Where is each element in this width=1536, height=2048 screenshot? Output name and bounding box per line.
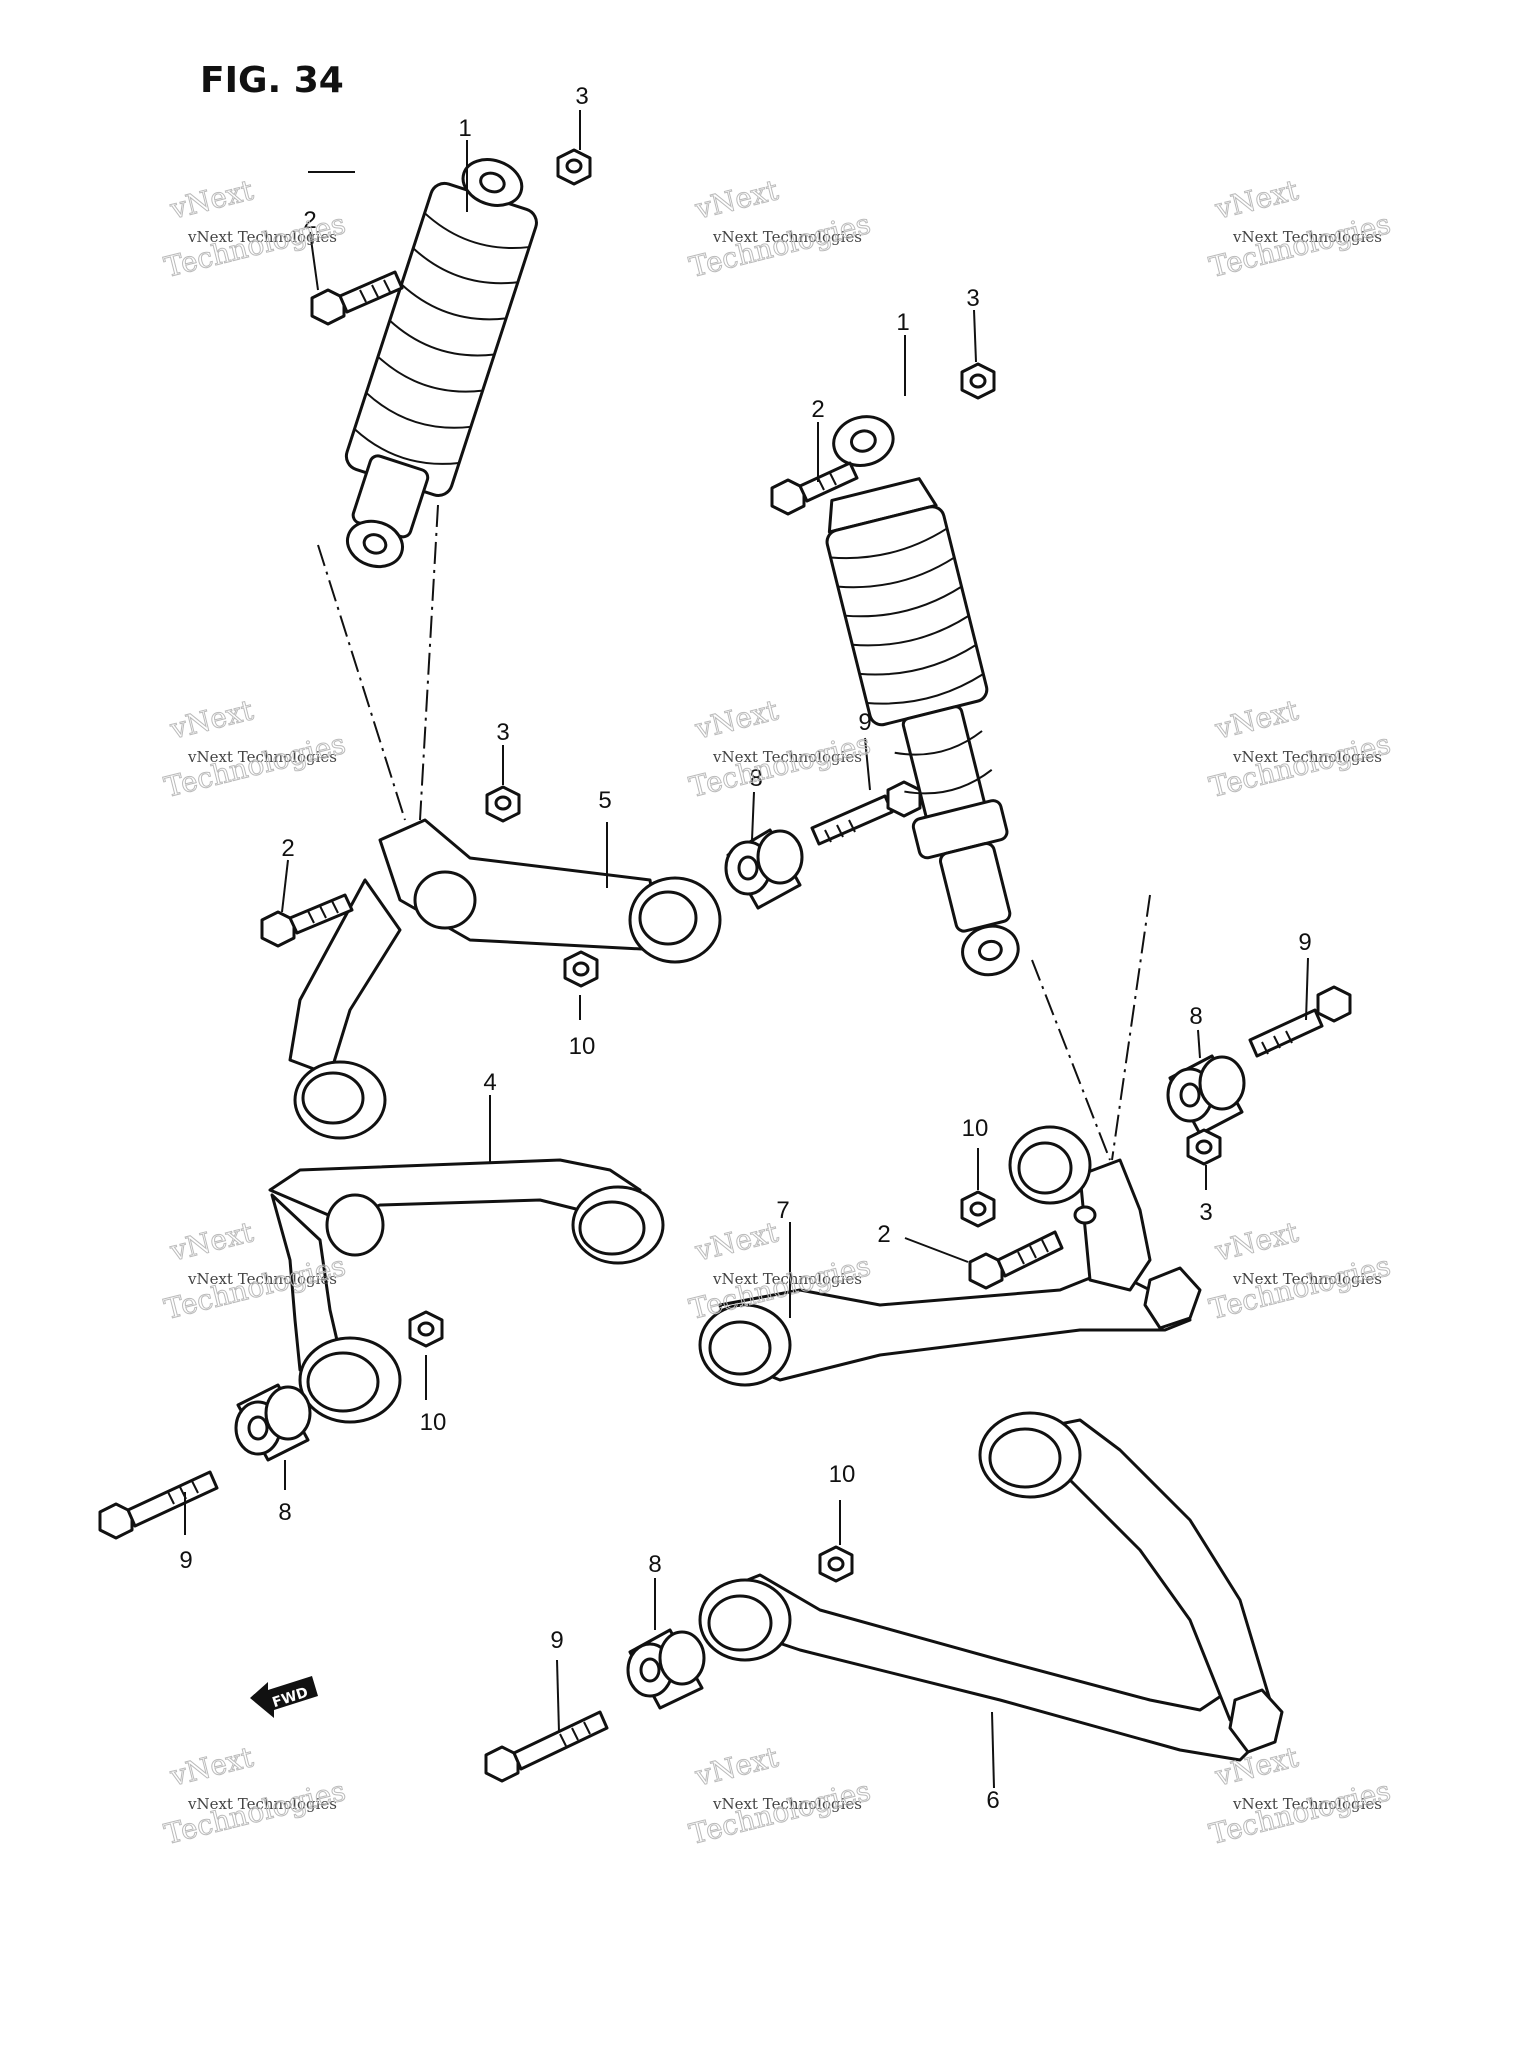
shock-absorber-left: [344, 158, 538, 569]
callout-3: 3: [1199, 1199, 1212, 1226]
svg-text:vNext: vNext: [691, 1740, 782, 1793]
nut-10-mid-left: [563, 950, 599, 988]
callout-8: 8: [278, 1499, 291, 1526]
callout-3: 3: [966, 285, 979, 312]
upper-arm-5: [288, 818, 722, 1140]
bolt-2-mid-left: [260, 893, 354, 948]
callout-3: 3: [496, 719, 509, 746]
callout-2: 2: [877, 1221, 890, 1248]
svg-text:vNext: vNext: [166, 693, 257, 746]
fwd-arrow-icon: FWD: [250, 1676, 318, 1718]
nut-3-right: [1186, 1128, 1222, 1166]
bolt-2-top-right: [770, 461, 859, 516]
svg-text:vNext: vNext: [691, 1215, 782, 1268]
bushing-8-mid: [724, 828, 804, 910]
svg-text:vNext: vNext: [166, 173, 257, 226]
callout-7: 7: [776, 1197, 789, 1224]
nut-3-top-left: [556, 148, 592, 186]
nut-3-top-right: [960, 362, 996, 400]
bolt-9-bottom: [484, 1710, 609, 1783]
callout-1: 1: [896, 309, 909, 336]
svg-text:vNext Technologies: vNext Technologies: [1232, 748, 1382, 766]
callout-9: 9: [858, 709, 871, 736]
svg-text:vNext: vNext: [166, 1740, 257, 1793]
figure-title: FIG. 34: [200, 60, 344, 101]
callout-9: 9: [550, 1627, 563, 1654]
svg-text:vNext: vNext: [691, 693, 782, 746]
svg-text:vNext Technologies: vNext Technologies: [712, 748, 862, 766]
callout-10: 10: [420, 1409, 447, 1436]
svg-text:vNext: vNext: [691, 173, 782, 226]
callout-9: 9: [1298, 929, 1311, 956]
callout-10: 10: [569, 1033, 596, 1060]
svg-text:vNext Technologies: vNext Technologies: [1232, 1270, 1382, 1288]
callout-2: 2: [303, 207, 316, 234]
nut-10-bottom: [818, 1545, 854, 1583]
callout-2: 2: [281, 835, 294, 862]
callout-9: 9: [179, 1547, 192, 1574]
svg-text:vNext Technologies: vNext Technologies: [1232, 228, 1382, 246]
bushing-8-bottom: [626, 1628, 706, 1710]
callout-8: 8: [749, 765, 762, 792]
callout-3: 3: [575, 83, 588, 110]
svg-text:vNext Technologies: vNext Technologies: [187, 748, 337, 766]
svg-text:vNext: vNext: [1211, 693, 1302, 746]
svg-text:vNext Technologies: vNext Technologies: [187, 228, 337, 246]
svg-text:vNext Technologies: vNext Technologies: [712, 1270, 862, 1288]
callout-4: 4: [483, 1069, 496, 1096]
bushing-8-left: [234, 1383, 312, 1462]
bolt-2-right: [968, 1230, 1064, 1290]
leader-lines: [184, 110, 1309, 1789]
bolt-2-top-left: [310, 270, 404, 326]
lower-arm-6: [698, 1411, 1284, 1762]
nut-3-mid-left: [485, 785, 521, 823]
svg-text:vNext: vNext: [1211, 173, 1302, 226]
nut-10-right: [960, 1190, 996, 1228]
svg-text:vNext Technologies: vNext Technologies: [187, 1795, 337, 1813]
bolt-9-right: [1248, 985, 1352, 1058]
callout-8: 8: [648, 1551, 661, 1578]
svg-text:vNext: vNext: [166, 1215, 257, 1268]
svg-text:vNext: vNext: [1211, 1215, 1302, 1268]
callout-numbers: 1 3 2 1 3 2 3 2 5 8 9 10 4 10 8 9 9 8 10…: [179, 83, 1311, 1814]
callout-5: 5: [598, 787, 611, 814]
callout-10: 10: [829, 1461, 856, 1488]
svg-text:vNext Technologies: vNext Technologies: [712, 228, 862, 246]
callout-2: 2: [811, 396, 824, 423]
shock-absorber-right: [825, 415, 1020, 977]
nut-10-left: [408, 1310, 444, 1348]
svg-text:vNext Technologies: vNext Technologies: [1232, 1795, 1382, 1813]
bolt-9-left: [98, 1470, 219, 1540]
lower-arm-4: [268, 1158, 665, 1424]
upper-arm-7: [698, 1125, 1202, 1387]
svg-text:vNext Technologies: vNext Technologies: [187, 1270, 337, 1288]
callout-8: 8: [1189, 1003, 1202, 1030]
svg-text:vNext Technologies: vNext Technologies: [712, 1795, 862, 1813]
bushing-8-right: [1166, 1054, 1246, 1136]
bolt-9-mid: [810, 780, 922, 846]
callout-10: 10: [962, 1115, 989, 1142]
callout-1: 1: [458, 115, 471, 142]
callout-6: 6: [986, 1787, 999, 1814]
